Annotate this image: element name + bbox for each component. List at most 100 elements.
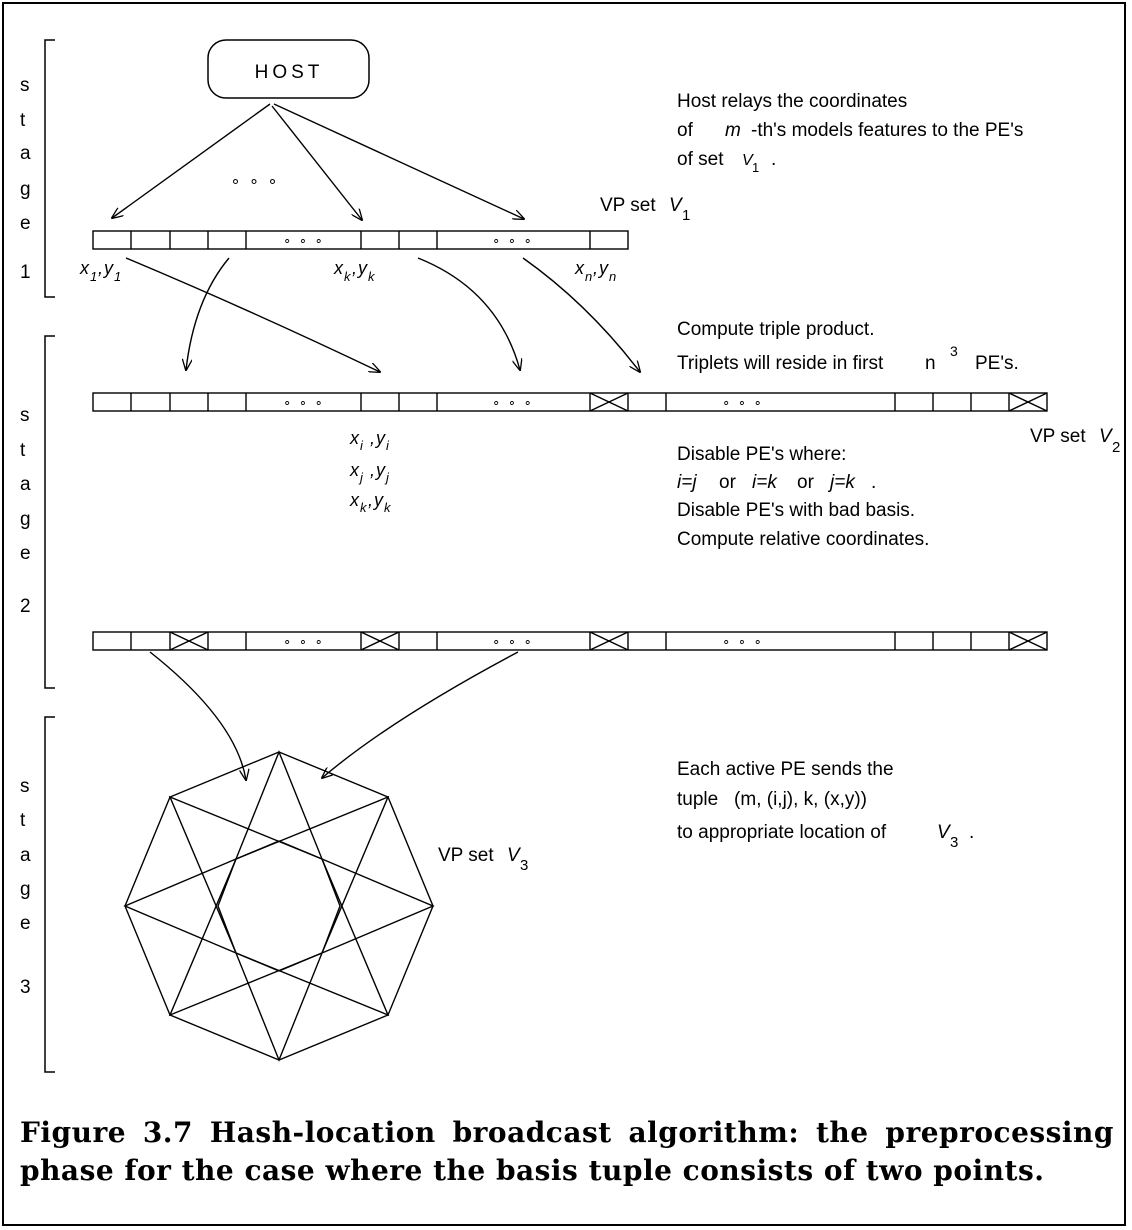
svg-text:k: k bbox=[368, 269, 376, 284]
svg-text:or: or bbox=[797, 472, 815, 493]
svg-text:VP set: VP set bbox=[600, 195, 656, 216]
vp-set-v3-label: VP set V 3 bbox=[438, 845, 528, 874]
svg-text:3: 3 bbox=[520, 857, 528, 874]
svg-text:3: 3 bbox=[950, 834, 958, 851]
svg-text:i=k: i=k bbox=[752, 472, 778, 493]
v2-ellipsis-b: ∘ ∘ ∘ bbox=[492, 395, 534, 410]
svg-text:e: e bbox=[20, 913, 31, 934]
svg-text:i: i bbox=[386, 438, 390, 453]
svg-text:g: g bbox=[20, 179, 31, 200]
svg-text:-th's models features to the P: -th's models features to the PE's bbox=[751, 120, 1023, 141]
svg-text:y: y bbox=[597, 258, 609, 278]
stage-1-label: s t a g e 1 bbox=[20, 75, 31, 283]
coord-label-first: x 1 , y 1 bbox=[79, 258, 121, 284]
v2-ellipsis-a: ∘ ∘ ∘ bbox=[283, 395, 325, 410]
svg-text:.: . bbox=[871, 472, 876, 493]
svg-text:V: V bbox=[742, 152, 754, 169]
v2f-ellipsis-b: ∘ ∘ ∘ bbox=[492, 634, 534, 649]
svg-text:,: , bbox=[98, 258, 103, 278]
svg-text:1: 1 bbox=[682, 207, 690, 224]
svg-text:t: t bbox=[20, 440, 26, 461]
svg-text:1: 1 bbox=[114, 269, 121, 284]
svg-text:i=j: i=j bbox=[677, 472, 697, 493]
svg-text:2: 2 bbox=[1112, 439, 1120, 456]
svg-text:Triplets will reside in first: Triplets will reside in first bbox=[677, 353, 884, 374]
svg-text:k: k bbox=[360, 500, 368, 515]
stage-2-label: s t a g e 2 bbox=[20, 405, 31, 617]
svg-text:y: y bbox=[374, 460, 386, 480]
svg-text:i: i bbox=[360, 438, 364, 453]
svg-text:j: j bbox=[384, 470, 390, 485]
hypercube-v3 bbox=[123, 750, 435, 1062]
stage-2-bracket bbox=[44, 335, 55, 689]
stage-3-note: Each active PE sends the tuple (m, (i,j)… bbox=[677, 759, 974, 851]
svg-text:s: s bbox=[20, 75, 30, 96]
redistribution-arrows bbox=[125, 257, 640, 372]
svg-text:x: x bbox=[349, 428, 360, 448]
svg-text:n: n bbox=[925, 353, 936, 374]
svg-text:PE's.: PE's. bbox=[975, 353, 1019, 374]
svg-text:1: 1 bbox=[90, 269, 97, 284]
svg-text:y: y bbox=[102, 258, 114, 278]
v2f-ellipsis-c: ∘ ∘ ∘ bbox=[722, 634, 764, 649]
svg-text:x: x bbox=[349, 460, 360, 480]
stage-3-label: s t a g e 3 bbox=[20, 776, 31, 998]
svg-text:1: 1 bbox=[752, 160, 759, 175]
svg-text:Host relays the coordinates: Host relays the coordinates bbox=[677, 91, 907, 112]
stage-2-note-top: Compute triple product. Triplets will re… bbox=[677, 319, 1019, 374]
svg-text:g: g bbox=[20, 879, 31, 900]
svg-text:of: of bbox=[677, 120, 694, 141]
stage-1-bracket bbox=[44, 39, 55, 298]
svg-text:.: . bbox=[771, 149, 776, 170]
svg-text:x: x bbox=[574, 258, 585, 278]
svg-text:Compute triple product.: Compute triple product. bbox=[677, 319, 875, 340]
svg-text:or: or bbox=[719, 472, 737, 493]
svg-text:y: y bbox=[372, 490, 384, 510]
svg-text:n: n bbox=[585, 269, 592, 284]
v1-ellipsis-b: ∘ ∘ ∘ bbox=[492, 233, 534, 248]
svg-text:x: x bbox=[349, 490, 360, 510]
svg-text:V: V bbox=[507, 845, 522, 866]
vp-array-v1 bbox=[92, 230, 629, 250]
host-broadcast-arrows bbox=[112, 103, 524, 220]
svg-text:V: V bbox=[937, 822, 952, 843]
svg-text:to appropriate location of: to appropriate location of bbox=[677, 822, 887, 843]
svg-text:Disable PE's where:: Disable PE's where: bbox=[677, 444, 846, 465]
svg-text:3: 3 bbox=[950, 343, 958, 359]
svg-text:HOST: HOST bbox=[255, 62, 324, 83]
vp-array-v2-filtered bbox=[92, 631, 1048, 651]
svg-text:,: , bbox=[368, 490, 373, 510]
svg-text:y: y bbox=[374, 428, 386, 448]
svg-text:3: 3 bbox=[20, 977, 31, 998]
coord-label-kth: x k , y k bbox=[333, 258, 376, 284]
svg-text:n: n bbox=[609, 269, 616, 284]
v2f-ellipsis-a: ∘ ∘ ∘ bbox=[283, 634, 325, 649]
svg-text:t: t bbox=[20, 810, 26, 831]
svg-text:x: x bbox=[79, 258, 90, 278]
triplet-label-k: x k , y k bbox=[349, 490, 392, 515]
host-ellipsis: ∘ ∘ ∘ bbox=[231, 173, 280, 190]
svg-text:VP set: VP set bbox=[438, 845, 494, 866]
svg-text:V: V bbox=[1099, 426, 1114, 447]
coord-label-last: x n , y n bbox=[574, 258, 616, 284]
hash-send-arrows bbox=[149, 651, 519, 780]
svg-text:j: j bbox=[358, 470, 364, 485]
v1-ellipsis-a: ∘ ∘ ∘ bbox=[283, 233, 325, 248]
svg-text:V: V bbox=[669, 195, 684, 216]
vp-set-v1-label: VP set V 1 bbox=[600, 195, 690, 224]
svg-text:g: g bbox=[20, 509, 31, 530]
vp-array-v2 bbox=[92, 392, 1048, 412]
svg-text:.: . bbox=[969, 822, 974, 843]
stage-1-note: Host relays the coordinates of m -th's m… bbox=[677, 91, 1023, 175]
svg-text:a: a bbox=[20, 143, 31, 164]
svg-text:of set: of set bbox=[677, 149, 724, 170]
svg-text:,: , bbox=[370, 460, 375, 480]
svg-text:VP set: VP set bbox=[1030, 426, 1086, 447]
svg-text:tuple (m, (i,j), k, (x,y)): tuple (m, (i,j), k, (x,y)) bbox=[677, 789, 867, 810]
svg-text:s: s bbox=[20, 405, 30, 426]
figure-caption: Figure 3.7 Hash-location broadcast algor… bbox=[20, 1116, 1114, 1187]
svg-text:t: t bbox=[20, 110, 26, 131]
triplet-label-j: x j , y j bbox=[349, 460, 390, 485]
